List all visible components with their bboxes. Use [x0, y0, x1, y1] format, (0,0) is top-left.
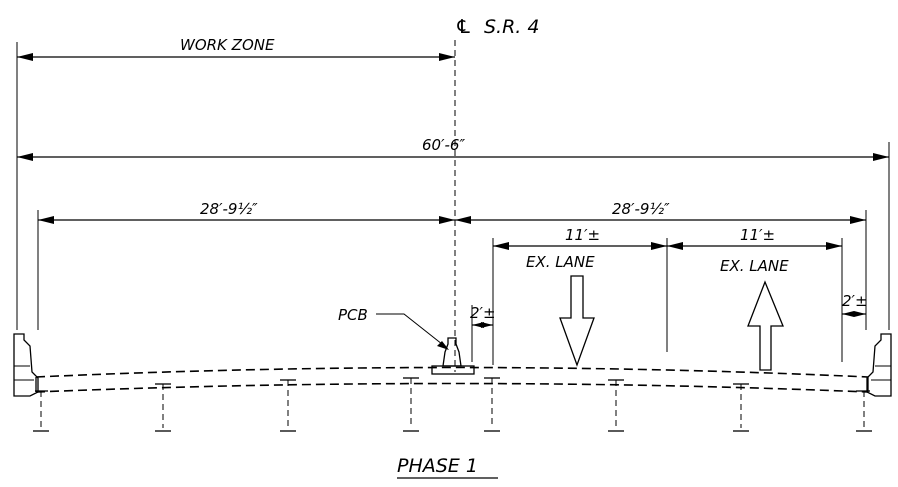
offset-left-label: 2′± — [470, 304, 496, 322]
girder — [733, 383, 749, 432]
bridge-deck-section — [35, 366, 869, 393]
left-parapet — [13, 333, 39, 397]
extension-lines — [16, 42, 890, 365]
girder — [484, 377, 500, 432]
lane-1-label: EX. LANE — [526, 253, 595, 271]
lane-2: EX. LANE — [720, 257, 789, 371]
overall-width-label: 60′-6″ — [422, 136, 465, 154]
right-half-label: 28′-9½″ — [612, 200, 670, 218]
half-width-dimensions: 28′-9½″ 28′-9½″ — [38, 200, 866, 224]
work-zone-label: WORK ZONE — [180, 36, 275, 54]
centerline-symbol: ℄ — [455, 16, 472, 38]
work-zone-dimension: WORK ZONE — [17, 36, 455, 61]
lane-width-1-label: 11′± — [565, 226, 600, 244]
lane-width-dimensions: 11′± 11′± — [493, 226, 842, 250]
girder — [856, 390, 872, 432]
route-label: S.R. 4 — [484, 16, 539, 38]
right-offset-dimension: 2′± — [842, 292, 868, 317]
offset-right-label: 2′± — [842, 292, 868, 310]
phase-title-block: PHASE 1 — [397, 455, 498, 479]
phase-title: PHASE 1 — [397, 455, 478, 477]
girder — [33, 390, 49, 432]
overall-width-dimension: 60′-6″ — [17, 136, 889, 161]
lane-2-up-arrow — [747, 280, 784, 371]
pcb-label: PCB — [338, 306, 368, 324]
lane-1: EX. LANE — [526, 253, 595, 367]
left-half-label: 28′-9½″ — [200, 200, 258, 218]
lane-2-label: EX. LANE — [720, 257, 789, 275]
pcb-barrier — [431, 337, 475, 375]
left-offset-dimension: 2′± — [470, 304, 496, 328]
centerline-header: ℄ S.R. 4 — [455, 16, 539, 38]
girder — [155, 383, 171, 432]
girders — [33, 377, 872, 432]
girder — [280, 379, 296, 432]
lane-1-down-arrow — [559, 275, 595, 367]
girder — [403, 377, 419, 432]
pcb-callout: PCB — [338, 306, 449, 350]
right-parapet — [866, 333, 892, 397]
girder — [608, 379, 624, 432]
lane-width-2-label: 11′± — [740, 226, 775, 244]
